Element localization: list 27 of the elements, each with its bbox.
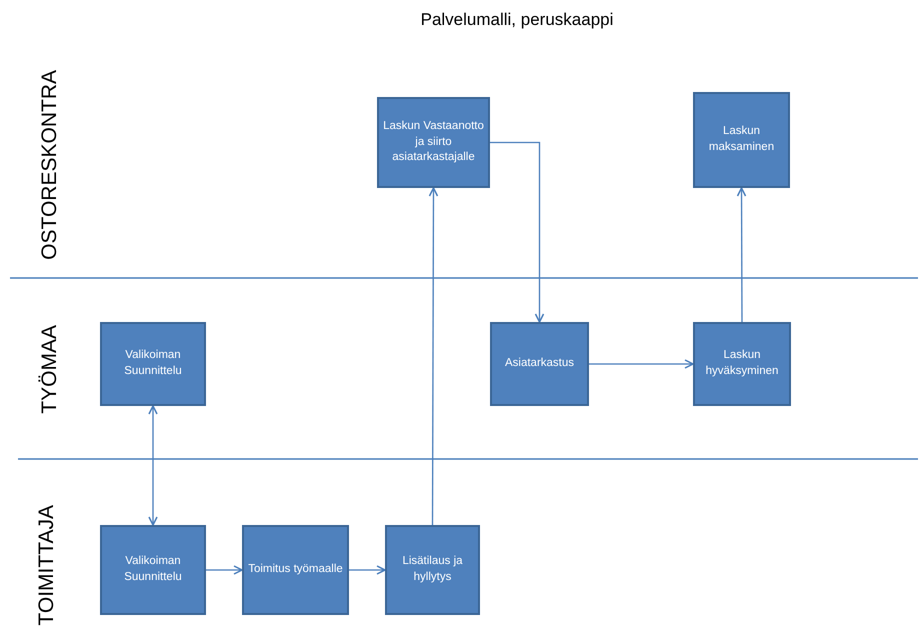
process-box bbox=[377, 97, 490, 188]
arrow bbox=[349, 565, 386, 575]
arrow bbox=[490, 142, 544, 323]
arrow bbox=[428, 187, 438, 525]
process-box bbox=[693, 322, 791, 406]
diagram-title: Palvelumalli, peruskaappi bbox=[420, 10, 614, 30]
lane-label: TYÖMAA bbox=[38, 325, 62, 414]
lane-label: TOIMITTAJA bbox=[35, 505, 59, 626]
box-text: Valikoiman Suunnittelu bbox=[123, 348, 183, 379]
box-text: Laskun hyväksyminen bbox=[704, 348, 780, 379]
arrow bbox=[589, 359, 694, 369]
arrow bbox=[206, 565, 243, 575]
process-box bbox=[385, 525, 480, 615]
arrow bbox=[148, 405, 158, 526]
box-text: Valikoiman Suunnittelu bbox=[123, 554, 183, 585]
process-box bbox=[490, 322, 589, 406]
arrow bbox=[736, 187, 746, 322]
lane-label: OSTORESKONTRA bbox=[38, 70, 62, 260]
box-text: Toimitus työmaalle bbox=[247, 562, 344, 578]
box-text: Asiatarkastus bbox=[504, 356, 576, 372]
box-text: Lisätilaus ja hyllytys bbox=[401, 554, 464, 585]
box-text: Laskun Vastaanotto ja siirto asiatarkastajalle bbox=[382, 119, 485, 166]
box-text: Laskun maksaminen bbox=[708, 124, 776, 155]
process-box bbox=[100, 322, 206, 406]
process-box bbox=[242, 525, 349, 615]
process-box bbox=[693, 92, 790, 188]
process-box bbox=[100, 525, 206, 615]
